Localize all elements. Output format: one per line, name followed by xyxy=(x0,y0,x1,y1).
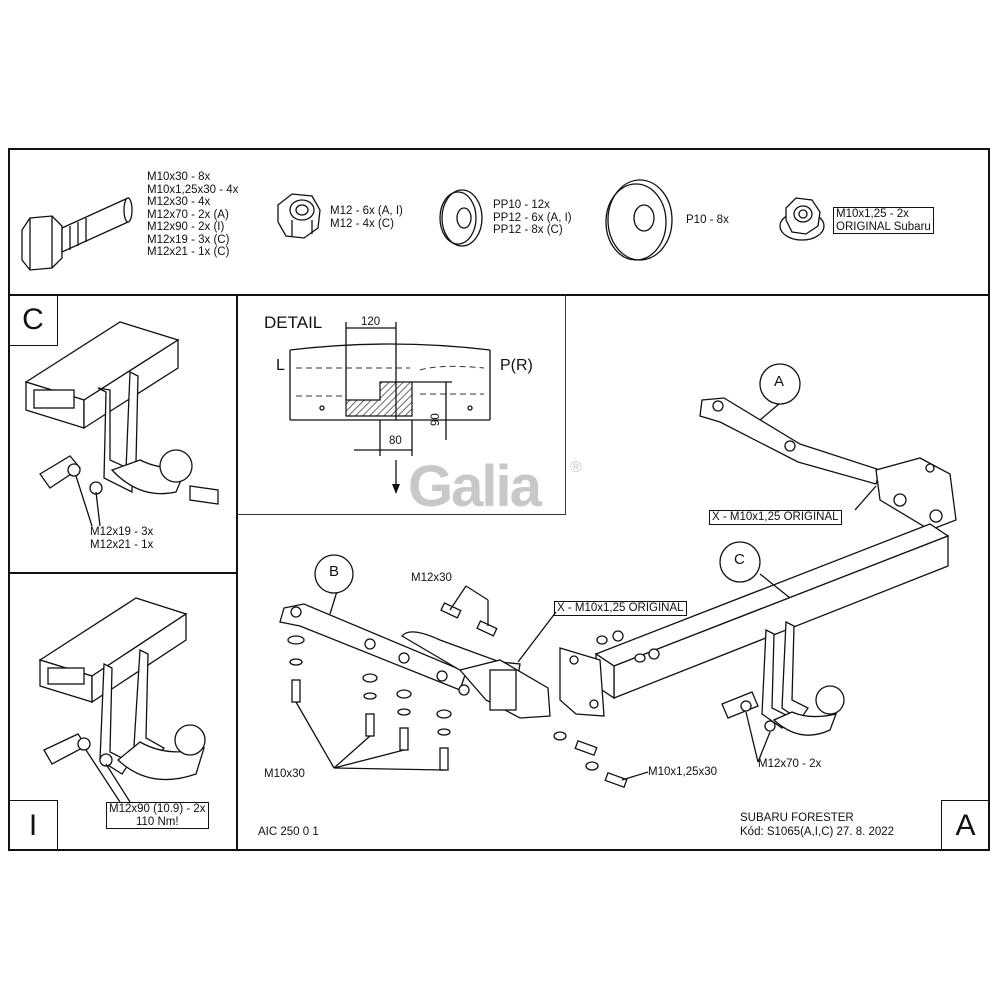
tow-ball-assembly xyxy=(721,620,845,736)
detail-right-label: P(R) xyxy=(500,357,533,374)
towbar-view-i xyxy=(38,597,206,781)
vehicle-name: SUBARU FORESTER xyxy=(740,812,854,824)
detail-dim-top: 120 xyxy=(361,316,381,328)
label-m10x30: M10x30 xyxy=(264,768,305,780)
large-washer-icon xyxy=(605,179,673,261)
large-washer-spec: P10 - 8x xyxy=(686,214,729,226)
document-code: AIC 250 0 1 xyxy=(258,826,319,838)
bolt-spec-line: M12x21 - 1x (C) xyxy=(147,246,230,258)
corner-box-a xyxy=(941,800,990,851)
bolt-spec-list: M10x30 - 8x M10x1,25x30 - 4x M12x30 - 4x… xyxy=(147,171,238,259)
flange-nut-spec-box: M10x1,25 - 2x ORIGINAL Subaru xyxy=(833,207,934,234)
detail-title: DETAIL xyxy=(264,313,323,332)
flange-nut-spec-line: ORIGINAL Subaru xyxy=(836,220,931,233)
bolt-spec-line: M12x19 - 3x (C) xyxy=(147,233,230,246)
corner-box-i xyxy=(8,800,58,851)
panel-i-bolt-label: M12x90 (10.9) - 2x xyxy=(109,803,206,815)
bolt-spec-line: M10x1,25x30 - 4x xyxy=(147,183,239,196)
washer-spec-line: PP12 - 8x (C) xyxy=(493,224,563,236)
callout-original-a: X - M10x1,25 ORIGINAL xyxy=(709,510,842,525)
bracket-a xyxy=(699,397,957,531)
bolt-spec-line: M12x90 - 2x (I) xyxy=(147,221,225,233)
part-b-circle xyxy=(314,554,354,594)
registered-mark: ® xyxy=(570,459,582,476)
bolt-spec-line: M10x30 - 8x xyxy=(147,171,211,183)
nut-spec-list: M12 - 6x (A, I) M12 - 4x (C) xyxy=(330,205,403,230)
detail-right-border xyxy=(565,294,566,514)
hex-nut-icon xyxy=(277,193,321,239)
bracket-b xyxy=(279,603,551,719)
corner-label-c: C xyxy=(22,303,44,336)
corner-label-a: A xyxy=(955,809,976,842)
label-m12x70: M12x70 - 2x xyxy=(758,758,822,770)
hex-bolt-icon xyxy=(21,196,133,271)
flat-washer-icon xyxy=(439,189,483,247)
part-c-circle xyxy=(719,541,761,583)
detail-bottom-border xyxy=(236,514,566,515)
kit-code-date: Kód: S1065(A,I,C) 27. 8. 2022 xyxy=(740,826,895,838)
corner-box-c xyxy=(8,294,58,346)
washer-spec-line: PP12 - 6x (A, I) xyxy=(493,211,572,224)
label-m12x30: M12x30 xyxy=(411,572,452,584)
towbar-view-c xyxy=(24,321,219,505)
corner-label-i: I xyxy=(28,809,38,842)
nut-spec-line: M12 - 6x (A, I) xyxy=(330,205,403,217)
panel-c-bolt-label: M12x19 - 3x xyxy=(90,526,154,538)
drawing-sheet xyxy=(8,148,990,851)
loose-bolts-b xyxy=(287,635,452,771)
nut-spec-line: M12 - 4x (C) xyxy=(330,217,394,230)
label-m10x125x30: M10x1,25x30 xyxy=(648,766,718,778)
detail-left-label: L xyxy=(276,357,285,374)
part-a-label: A xyxy=(774,373,785,390)
panel-c-bolt-labels: M12x19 - 3x M12x21 - 1x xyxy=(90,526,153,551)
loose-bolts-c xyxy=(440,602,660,789)
washer-spec-line: PP10 - 12x xyxy=(493,199,550,211)
flange-nut-icon xyxy=(779,197,825,241)
left-panel-divider xyxy=(8,572,237,574)
panel-i-torque-label: 110 Nm! xyxy=(135,815,179,828)
bolt-spec-line: M12x30 - 4x xyxy=(147,196,211,208)
part-b-label: B xyxy=(329,563,340,580)
callout-original-b: X - M10x1,25 ORIGINAL xyxy=(554,601,687,616)
bolt-spec-line: M12x70 - 2x (A) xyxy=(147,208,229,221)
galia-logo: Galia xyxy=(408,454,542,519)
flange-nut-spec-line: M10x1,25 - 2x xyxy=(836,208,909,220)
part-a-circle xyxy=(759,363,801,405)
panel-i-bolt-label-box: M12x90 (10.9) - 2x 110 Nm! xyxy=(106,802,209,829)
left-column-divider xyxy=(236,294,238,851)
header-divider xyxy=(8,294,990,296)
part-c-label: C xyxy=(734,551,745,568)
washer-spec-list: PP10 - 12x PP12 - 6x (A, I) PP12 - 8x (C… xyxy=(493,199,572,237)
panel-c-bolt-label: M12x21 - 1x xyxy=(90,538,154,551)
detail-dim-bottom: 80 xyxy=(389,435,402,447)
crossbar-c xyxy=(559,523,950,717)
